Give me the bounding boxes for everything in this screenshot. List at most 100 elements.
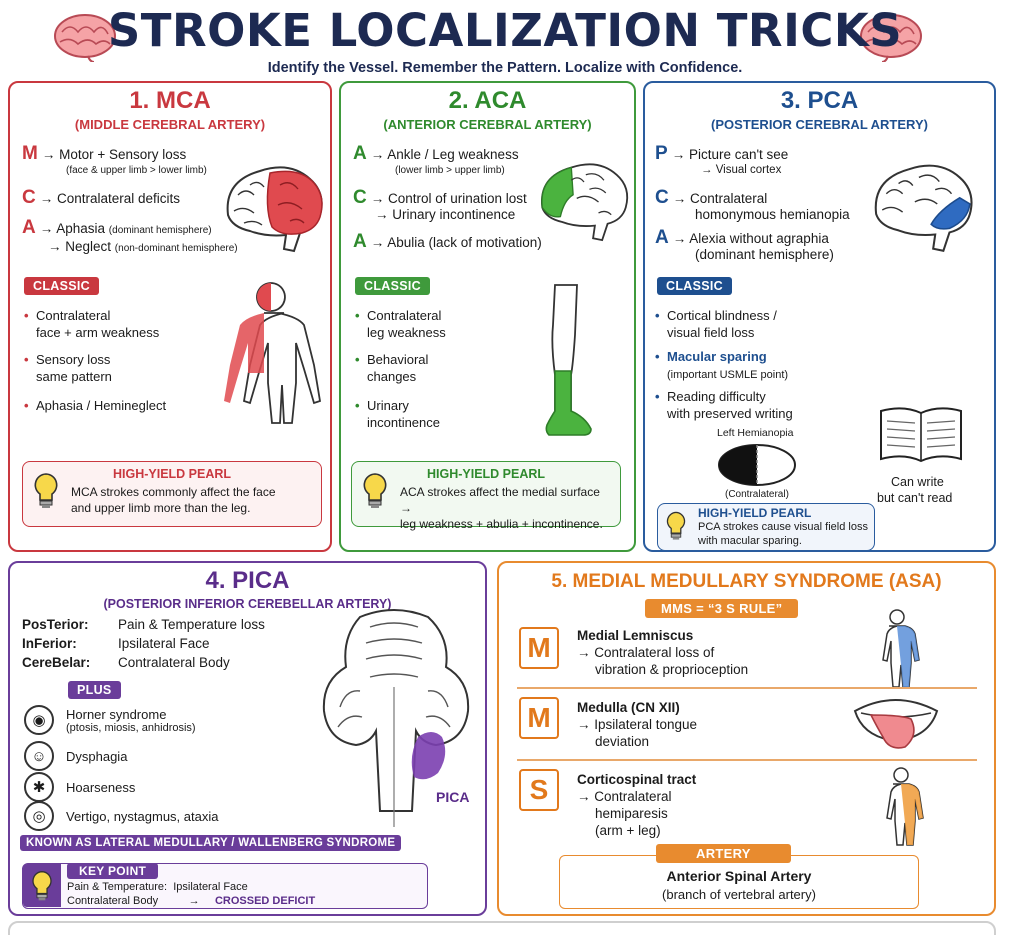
head-icon: ☺ [24, 741, 54, 771]
page-subtitle: Identify the Vessel. Remember the Patter… [267, 60, 743, 76]
pca-panel: 3. PCA (POSTERIOR CEREBRAL ARTERY) P→ Pi… [643, 81, 996, 552]
pca-heading: 3. PCA [780, 87, 859, 114]
brain-logo-icon [54, 14, 116, 62]
pca-subheading: (POSTERIOR CEREBRAL ARTERY) [711, 117, 928, 132]
lightbulb-icon [34, 473, 58, 508]
aca-mnemonic-c2: → Urinary incontinence [375, 207, 516, 222]
pica-key-point-box: KEY POINT Pain & Temperature: Ipsilatera… [22, 863, 428, 909]
mca-classic-tag: CLASSIC [24, 277, 99, 295]
pica-plus-tag: PLUS [68, 681, 121, 699]
body-sensory-icon [882, 609, 920, 688]
mms-artery-note: (branch of vertebral artery) [662, 887, 816, 902]
mca-pearl-line2: and upper limb more than the leg. [71, 501, 251, 515]
bottom-panel [8, 921, 996, 935]
pica-heading: 4. PICA [205, 567, 290, 594]
pica-symptom-vertigo: ◎ Vertigo, nystagmus, ataxia [24, 801, 218, 831]
lightbulb-icon [32, 871, 52, 901]
book-caption-1: Can write [891, 475, 944, 489]
pica-symptom-dysphagia: ☺ Dysphagia [24, 741, 127, 771]
voice-icon: ✱ [24, 772, 54, 802]
lightbulb-icon [666, 511, 686, 540]
pica-mnemonic-3: CereBelar:Contralateral Body [22, 655, 230, 670]
mms-panel: 5. MEDIAL MEDULLARY SYNDROME (ASA) MMS =… [497, 561, 996, 916]
pica-mnemonic-1: PosTerior:Pain & Temperature loss [22, 617, 265, 632]
pca-classic-2: •Macular sparing(important USMLE point) [655, 349, 789, 381]
mms-artery-tag: ARTERY [656, 844, 791, 863]
pca-classic-tag: CLASSIC [657, 277, 732, 295]
aca-pearl-box: HIGH-YIELD PEARL ACA strokes affect the … [351, 461, 621, 531]
mca-body-icon [224, 282, 322, 424]
mca-mnemonic-c: C→ Contralateral deficits [22, 187, 181, 208]
mms-artery-name: Anterior Spinal Artery [666, 868, 812, 884]
pica-key-point-tag: KEY POINT [67, 863, 159, 879]
mca-heading: 1. MCA [129, 87, 211, 114]
pica-symptom-hoarseness: ✱ Hoarseness [24, 772, 135, 802]
mms-heading: 5. MEDIAL MEDULLARY SYNDROME (ASA) [551, 571, 942, 592]
aca-pearl-line1: ACA strokes affect the medial surface → [400, 485, 600, 515]
pca-pearl-box: HIGH-YIELD PEARL PCA strokes cause visua… [657, 503, 875, 550]
pca-mnemonic-a: A→ Alexia without agraphia [655, 227, 829, 248]
aca-heading: 2. ACA [448, 87, 527, 114]
hemianopia-label: Left Hemianopia [717, 427, 794, 439]
open-book-icon [880, 407, 962, 463]
pica-label: PICA [436, 789, 470, 805]
mms-divider [517, 687, 977, 689]
eye-icon: ◉ [24, 705, 54, 735]
spiral-icon: ◎ [24, 801, 54, 831]
pca-mnemonic-c2: homonymous hemianopia [695, 207, 850, 222]
pca-pearl-title: HIGH-YIELD PEARL [698, 506, 812, 520]
mca-mnemonic-m-note: (face & upper limb > lower limb) [66, 165, 207, 176]
mca-mnemonic-neglect: → Neglect (non-dominant hemisphere) [48, 239, 238, 254]
page-title: STROKE LOCALIZATION TRICKS [107, 4, 903, 57]
mms-letter-m1: M [519, 627, 559, 669]
mca-pearl-box: HIGH-YIELD PEARL MCA strokes commonly af… [22, 461, 322, 527]
brain-logo-icon [860, 14, 922, 62]
pca-mnemonic-c: C→ Contralateral [655, 187, 768, 208]
aca-panel: 2. ACA (ANTERIOR CEREBRAL ARTERY) A→ Ank… [339, 81, 636, 552]
aca-mnemonic-c: C→ Control of urination lost [353, 187, 527, 208]
mca-brain-icon [226, 166, 323, 253]
aca-mnemonic-a1: A→ Ankle / Leg weakness [353, 143, 519, 164]
pica-known-as-banner: KNOWN AS LATERAL MEDULLARY / WALLENBERG … [20, 835, 402, 851]
pca-mnemonic-a2: (dominant hemisphere) [695, 247, 834, 262]
pica-subheading: (POSTERIOR INFERIOR CEREBELLAR ARTERY) [103, 597, 392, 611]
aca-brain-icon [541, 163, 629, 242]
pica-key-line2: Contralateral Body → CROSSED DEFICIT [67, 895, 316, 907]
pica-panel: 4. PICA (POSTERIOR INFERIOR CEREBELLAR A… [8, 561, 487, 916]
mca-panel: 1. MCA (MIDDLE CEREBRAL ARTERY) M→ Motor… [8, 81, 332, 552]
aca-mnemonic-a2: A→ Abulia (lack of motivation) [353, 231, 542, 252]
pca-pearl-line1: PCA strokes cause visual field loss [698, 521, 868, 533]
aca-leg-icon [545, 284, 592, 436]
aca-classic-tag: CLASSIC [355, 277, 430, 295]
mms-artery-box: ARTERY Anterior Spinal Artery (branch of… [559, 844, 919, 909]
brainstem-cerebellum-icon [322, 609, 470, 827]
mca-pearl-line1: MCA strokes commonly affect the face [71, 485, 276, 499]
pca-pearl-line2: with macular sparing. [698, 535, 802, 547]
tongue-icon [853, 699, 939, 749]
pica-symptom-horner: ◉ Horner syndrome(ptosis, miosis, anhidr… [24, 705, 196, 735]
mms-divider [517, 759, 977, 761]
aca-mnemonic-a1-note: (lower limb > upper limb) [395, 165, 505, 176]
mms-rule-tag: MMS = “3 S RULE” [645, 599, 799, 618]
pca-mnemonic-p: P→ Picture can't see [655, 143, 789, 164]
pica-key-line1: Pain & Temperature: Ipsilateral Face [67, 881, 248, 893]
body-motor-icon [886, 767, 924, 846]
pica-mnemonic-2: InFerior:Ipsilateral Face [22, 636, 210, 651]
pca-classic-1: •Cortical blindness /visual field loss [655, 308, 777, 340]
mms-letter-s: S [519, 769, 559, 811]
mms-letter-m2: M [519, 697, 559, 739]
aca-subheading: (ANTERIOR CEREBRAL ARTERY) [383, 117, 592, 132]
mca-classic-3: •Aphasia / Hemineglect [24, 398, 167, 413]
mca-mnemonic-m: M→ Motor + Sensory loss [22, 143, 187, 164]
mca-pearl-title: HIGH-YIELD PEARL [112, 467, 232, 481]
visual-field-icon [718, 444, 796, 486]
lightbulb-icon [363, 473, 387, 508]
